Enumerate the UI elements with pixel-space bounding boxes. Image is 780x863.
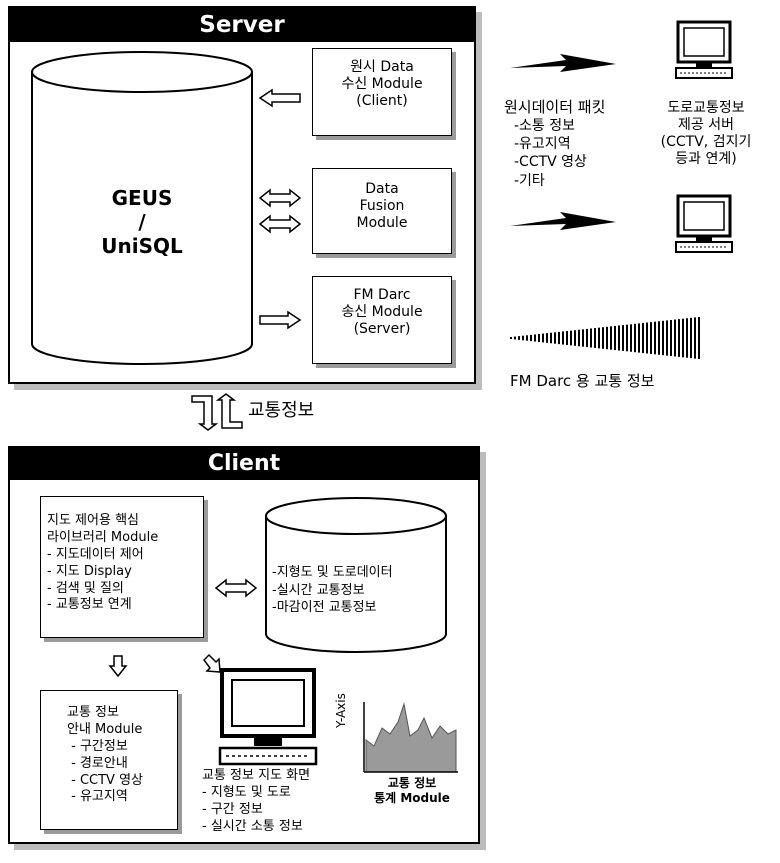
broadcast-bar — [534, 334, 536, 342]
broadcast-bar — [578, 329, 580, 347]
broadcast-bar — [610, 326, 612, 350]
broadcast-bar — [654, 321, 656, 355]
broadcast-bar — [686, 318, 688, 358]
broadcast-bar — [570, 330, 572, 346]
broadcast-bar — [558, 331, 560, 345]
link-label: 교통정보 — [248, 400, 315, 421]
raw-packet-title: 원시데이터 패킷 — [504, 98, 606, 116]
receive-module-box: 원시 Data 수신 Module (Client) — [312, 48, 452, 136]
broadcast-bar — [582, 329, 584, 347]
broadcast-bar — [638, 323, 640, 353]
broadcast-bar — [674, 319, 676, 357]
stats-area-series — [365, 702, 457, 773]
arrow-left-receive — [258, 88, 301, 108]
lightning-icon — [510, 54, 616, 72]
broadcast-bar — [562, 331, 564, 345]
broadcast-bar — [650, 322, 652, 354]
broadcast-bar — [574, 330, 576, 346]
traffic-provider-server-label: 도로교통정보 제공 서버 (CCTV, 검지기 등과 연계) — [660, 100, 752, 168]
broadcast-bar — [514, 336, 516, 340]
y-axis-label: Y-Axis — [334, 693, 348, 728]
broadcast-bar — [614, 325, 616, 351]
server-database-cylinder — [31, 51, 253, 365]
fm-darc-broadcast-bars — [510, 317, 700, 359]
broadcast-bar — [530, 334, 532, 342]
broadcast-bar — [602, 327, 604, 349]
broadcast-bar — [618, 325, 620, 351]
broadcast-bar — [586, 328, 588, 348]
broadcast-bar — [566, 331, 568, 345]
arrow-bidirectional-client-db — [214, 578, 258, 598]
broadcast-bar — [690, 317, 692, 359]
broadcast-bar — [542, 333, 544, 343]
arrow-diagonal-map — [203, 653, 221, 673]
arrow-down-guide — [108, 655, 128, 678]
broadcast-bar — [666, 320, 668, 356]
broadcast-bar — [526, 335, 528, 341]
broadcast-bar — [546, 333, 548, 343]
client-title: Client — [10, 448, 478, 480]
broadcast-bar — [678, 319, 680, 357]
broadcast-bar — [590, 328, 592, 348]
broadcast-bar — [622, 325, 624, 351]
broadcast-bar — [594, 328, 596, 348]
fm-darc-label: FM Darc 용 교통 정보 — [510, 372, 655, 390]
computer-icon — [675, 20, 733, 79]
lightning-icon — [510, 212, 616, 230]
fusion-module-box: Data Fusion Module — [312, 168, 452, 254]
fm-send-module-box: FM Darc 송신 Module (Server) — [312, 276, 452, 364]
broadcast-bar — [658, 321, 660, 355]
broadcast-bar — [630, 324, 632, 352]
core-library-module-box: 지도 제어용 핵심 라이브러리 Module - 지도데이터 제어 - 지도 D… — [40, 496, 204, 638]
broadcast-bar — [698, 317, 700, 359]
broadcast-bar — [598, 327, 600, 349]
broadcast-bar — [670, 319, 672, 357]
raw-packet-items: -소통 정보 -유고지역 -CCTV 영상 -기타 — [514, 118, 587, 189]
broadcast-bar — [522, 335, 524, 341]
broadcast-bar — [550, 332, 552, 344]
broadcast-bar — [606, 326, 608, 350]
broadcast-bar — [510, 337, 512, 339]
map-screen-label: 교통 정보 지도 화면 - 지형도 및 도로 - 구간 정보 - 실시간 소통 … — [202, 768, 311, 834]
broadcast-bar — [554, 332, 556, 344]
stats-module-label: 교통 정보 통계 Module — [374, 776, 450, 805]
arrow-bidirectional-fusion-2 — [258, 214, 302, 234]
stats-area-chart — [363, 702, 458, 773]
computer-icon — [218, 668, 318, 766]
broadcast-bar — [682, 318, 684, 358]
guide-module-box: 교통 정보 안내 Module - 구간정보 - 경로안내 - CCTV 영상 … — [40, 690, 178, 830]
link-arrows — [191, 393, 243, 431]
client-database-label: -지형도 및 도로데이터 -실시간 교통정보 -마감이전 교통정보 — [272, 565, 393, 616]
server-title: Server — [10, 8, 474, 42]
server-database-label: GEUS / UniSQL — [101, 186, 183, 258]
broadcast-bar — [642, 322, 644, 354]
broadcast-bar — [626, 324, 628, 352]
broadcast-bar — [538, 334, 540, 342]
arrow-right-fm-send — [259, 310, 302, 330]
client-database-cylinder — [265, 497, 447, 653]
broadcast-bar — [518, 336, 520, 340]
broadcast-bar — [662, 320, 664, 356]
broadcast-bar — [646, 322, 648, 354]
broadcast-bar — [694, 317, 696, 359]
arrow-bidirectional-fusion-1 — [258, 188, 302, 208]
computer-icon — [675, 194, 733, 253]
broadcast-bar — [634, 323, 636, 353]
